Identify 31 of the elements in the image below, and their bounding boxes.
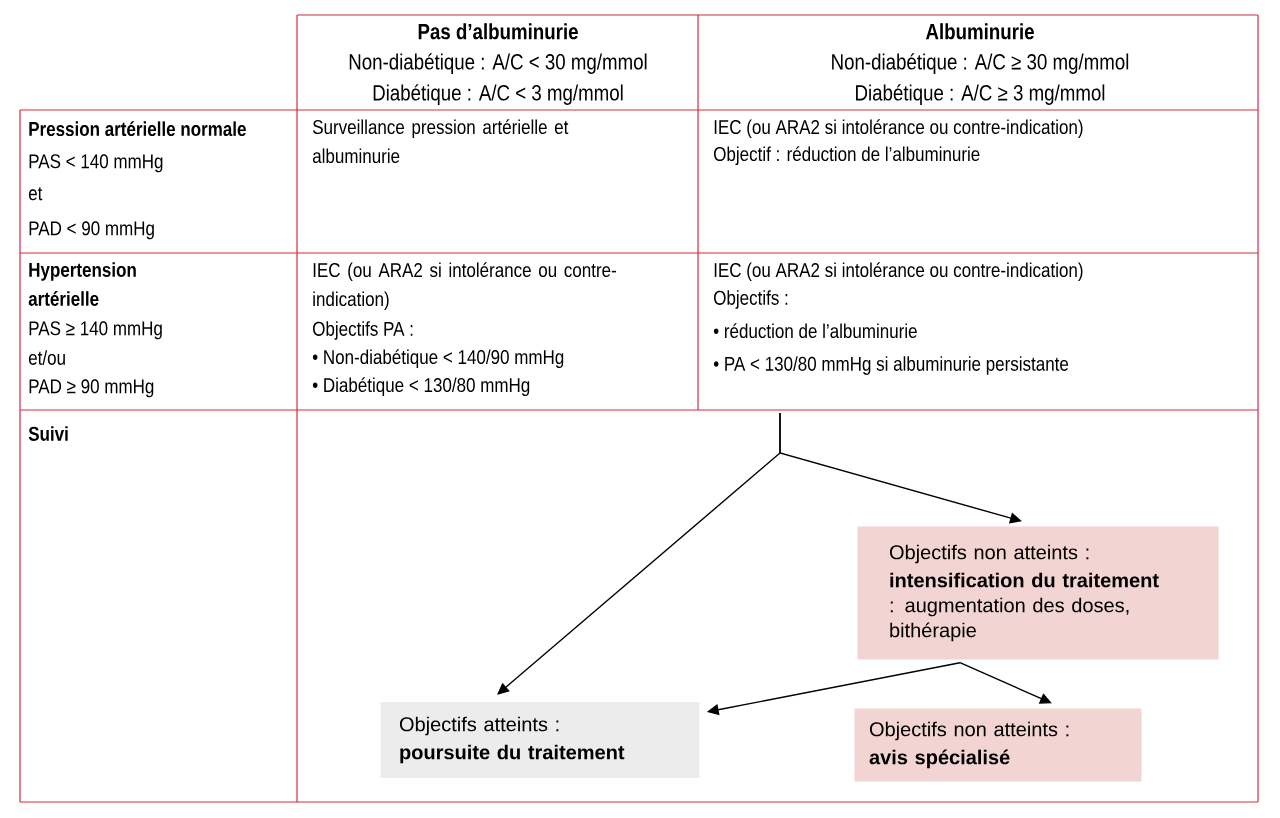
process-box: Objectifs non atteints : avis spécialisé [854, 708, 1142, 782]
cell-text: Surveillance pression artérielle et albuminurie [312, 119, 569, 164]
cell-text: Diabétique : A/C < 3 mg/mmol [373, 84, 623, 105]
cell-text: • réduction de l’albuminurie [713, 323, 917, 339]
cell-text: Pression artérielle normale [29, 121, 246, 137]
cell-text: IEC (ou ARA2 si intolérance ou contre-indication) [714, 119, 1083, 139]
cell-text: et [28, 187, 43, 201]
cell-text: • PA < 130/80 mmHg si albuminurie persistante [713, 356, 1069, 375]
process-box: Objectifs atteints : poursuite du traitement [380, 702, 700, 778]
cell-text: PAD < 90 mmHg [29, 221, 154, 240]
cell-text: PAD ≥ 90 mmHg [29, 379, 154, 398]
cell-text: Objectif : réduction de l’albuminurie [714, 146, 980, 166]
arrow [497, 412, 781, 695]
cell-text: Suivi [28, 426, 68, 441]
process-box: Objectifs non atteints : intensification du traitement : augmentation des doses, bithérapie [857, 526, 1219, 660]
arrow [959, 662, 1052, 704]
cell-text: Objectifs PA : [313, 321, 413, 340]
cell-text: et/ou [28, 350, 65, 365]
cell-text: Hypertension artérielle [28, 262, 136, 306]
cell-text: IEC (ou ARA2 si intolérance ou contre-indication) [714, 262, 1083, 282]
cell-text: Diabétique : A/C ≥ 3 mg/mmol [856, 84, 1105, 105]
cell-text: PAS ≥ 140 mmHg [29, 321, 162, 340]
cell-text: Non-diabétique : A/C ≥ 30 mg/mmol [832, 53, 1129, 74]
cell-text: PAS < 140 mmHg [29, 154, 163, 173]
cell-text: Objectifs : [714, 290, 788, 309]
cell-text: Non-diabétique : A/C < 30 mg/mmol [349, 53, 647, 74]
cell-text: IEC (ou ARA2 si intolérance ou contre-indication) [313, 262, 616, 311]
cell-text: Albuminurie [925, 23, 1034, 40]
cell-text: • Non-diabétique < 140/90 mmHg [312, 349, 564, 369]
cell-text: Pas d’albuminurie [418, 23, 578, 40]
cell-text: • Diabétique < 130/80 mmHg [312, 377, 530, 397]
